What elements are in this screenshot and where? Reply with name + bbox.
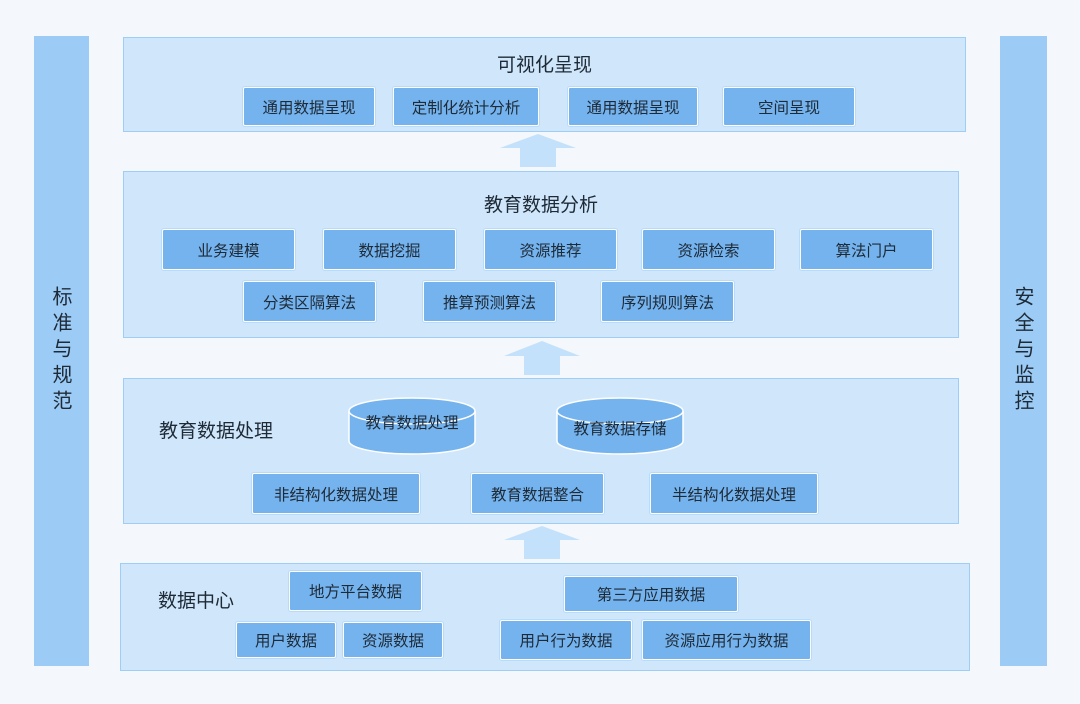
processing-title: 教育数据处理	[159, 420, 274, 442]
analysis-item-sequence-rule-algo: 序列规则算法	[601, 281, 734, 322]
analysis-item-resource-recommend: 资源推荐	[484, 229, 617, 270]
processing-cylinder-label: 教育数据处理	[365, 414, 459, 432]
storage-cylinder: 教育数据存储	[556, 397, 684, 457]
storage-cylinder-label: 教育数据存储	[573, 420, 667, 438]
analysis-title: 教育数据分析	[483, 194, 598, 216]
standards-sidebar: 标准与规范	[34, 36, 89, 666]
visual-item-general-2: 通用数据呈现	[568, 87, 698, 126]
processing-cylinder: 教育数据处理	[348, 397, 476, 457]
security-sidebar: 安全与监控	[1000, 36, 1047, 666]
data-item-local-platform: 地方平台数据	[289, 571, 422, 611]
security-label: 安全与监控	[1011, 286, 1035, 416]
database-icon	[556, 397, 684, 455]
data-item-user-behavior: 用户行为数据	[500, 620, 632, 660]
processing-item-unstructured: 非结构化数据处理	[252, 473, 420, 514]
analysis-item-resource-search: 资源检索	[642, 229, 775, 270]
data-item-resource-behavior: 资源应用行为数据	[642, 620, 811, 660]
up-arrow-1	[500, 134, 576, 167]
visual-item-custom-stats: 定制化统计分析	[393, 87, 539, 126]
processing-item-integration: 教育数据整合	[471, 473, 604, 514]
up-arrow-3	[504, 526, 580, 559]
data-item-user-data: 用户数据	[236, 622, 336, 658]
up-arrow-2	[504, 341, 580, 375]
visual-item-spatial: 空间呈现	[723, 87, 855, 126]
standards-label: 标准与规范	[49, 286, 73, 416]
analysis-item-prediction-algo: 推算预测算法	[423, 281, 556, 322]
analysis-item-classification-algo: 分类区隔算法	[243, 281, 376, 322]
visual-item-general-1: 通用数据呈现	[243, 87, 375, 126]
visualization-title: 可视化呈现	[496, 54, 592, 76]
database-icon	[348, 397, 476, 455]
processing-item-semistructured: 半结构化数据处理	[650, 473, 818, 514]
analysis-item-data-mining: 数据挖掘	[323, 229, 456, 270]
data-item-third-party: 第三方应用数据	[564, 576, 738, 612]
data-center-title: 数据中心	[158, 590, 235, 612]
analysis-item-business-modeling: 业务建模	[162, 229, 295, 270]
analysis-item-algorithm-portal: 算法门户	[800, 229, 933, 270]
data-item-resource-data: 资源数据	[343, 622, 443, 658]
